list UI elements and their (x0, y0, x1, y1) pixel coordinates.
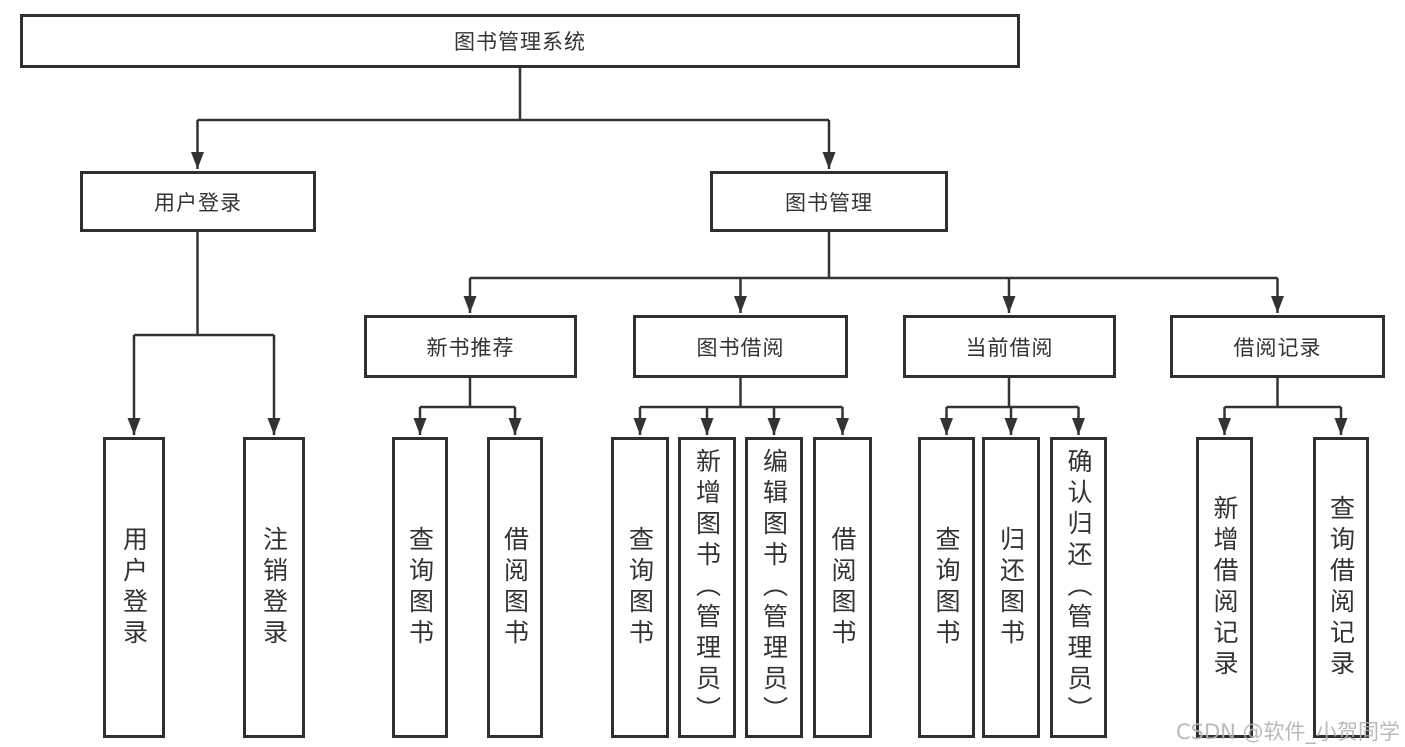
connector-user-login (134, 232, 274, 337)
watermark: CSDN @软件_小贺同学 (1176, 720, 1401, 744)
leaf-label: 查询图书 (625, 525, 655, 650)
connector-current (946, 378, 1079, 409)
leaf-current-query-book: 查询图书 (918, 437, 975, 738)
leaf-recommend-query-book: 查询图书 (392, 437, 448, 738)
leaf-edit-book-admin: 编辑图书（管理员） (745, 437, 803, 738)
connector-records (1224, 378, 1341, 409)
leaf-confirm-return-admin: 确认归还（管理员） (1050, 437, 1107, 738)
leaf-label: 编辑图书（管理员） (759, 448, 789, 727)
leaf-logout: 注销登录 (243, 437, 305, 738)
leaf-label: 借阅图书 (500, 525, 530, 650)
node-new-book-recommend: 新书推荐 (364, 315, 577, 378)
node-label: 借阅记录 (1233, 335, 1322, 360)
node-label: 当前借阅 (965, 335, 1054, 360)
leaf-label: 查询借阅记录 (1326, 494, 1356, 681)
leaf-add-book-admin: 新增图书（管理员） (678, 437, 736, 738)
node-label: 用户登录 (154, 190, 242, 215)
node-label: 新书推荐 (426, 335, 515, 360)
leaf-add-borrow-record: 新增借阅记录 (1196, 437, 1253, 738)
connector-book-mgmt (470, 232, 1278, 280)
node-label: 图书借阅 (696, 335, 785, 360)
leaf-label: 注销登录 (259, 525, 289, 650)
node-book-borrow: 图书借阅 (633, 315, 848, 378)
leaf-label: 查询图书 (932, 525, 961, 650)
leaf-borrow-book: 借阅图书 (813, 437, 872, 738)
connector-borrow (640, 378, 843, 409)
leaf-label: 查询图书 (405, 525, 435, 650)
leaf-user-login: 用户登录 (103, 437, 165, 738)
connector-recommend (420, 378, 515, 409)
node-root: 图书管理系统 (20, 14, 1020, 68)
node-current-borrow: 当前借阅 (903, 315, 1116, 378)
leaf-recommend-borrow-book: 借阅图书 (487, 437, 543, 738)
leaf-label: 用户登录 (119, 525, 149, 650)
node-label: 图书管理 (785, 190, 873, 215)
node-borrow-records: 借阅记录 (1170, 315, 1385, 378)
leaf-label: 归还图书 (996, 525, 1026, 650)
node-book-mgmt-branch: 图书管理 (710, 171, 948, 232)
leaf-query-borrow-record: 查询借阅记录 (1313, 437, 1369, 738)
leaf-label: 新增借阅记录 (1210, 494, 1239, 681)
node-root-label: 图书管理系统 (454, 30, 586, 54)
leaf-borrow-query-book: 查询图书 (611, 437, 669, 738)
leaf-label: 确认归还（管理员） (1064, 448, 1093, 727)
node-user-login-branch: 用户登录 (80, 171, 316, 232)
connector-root (197, 68, 829, 122)
leaf-label: 新增图书（管理员） (692, 448, 722, 727)
leaf-return-book: 归还图书 (982, 437, 1040, 738)
leaf-label: 借阅图书 (828, 525, 857, 650)
